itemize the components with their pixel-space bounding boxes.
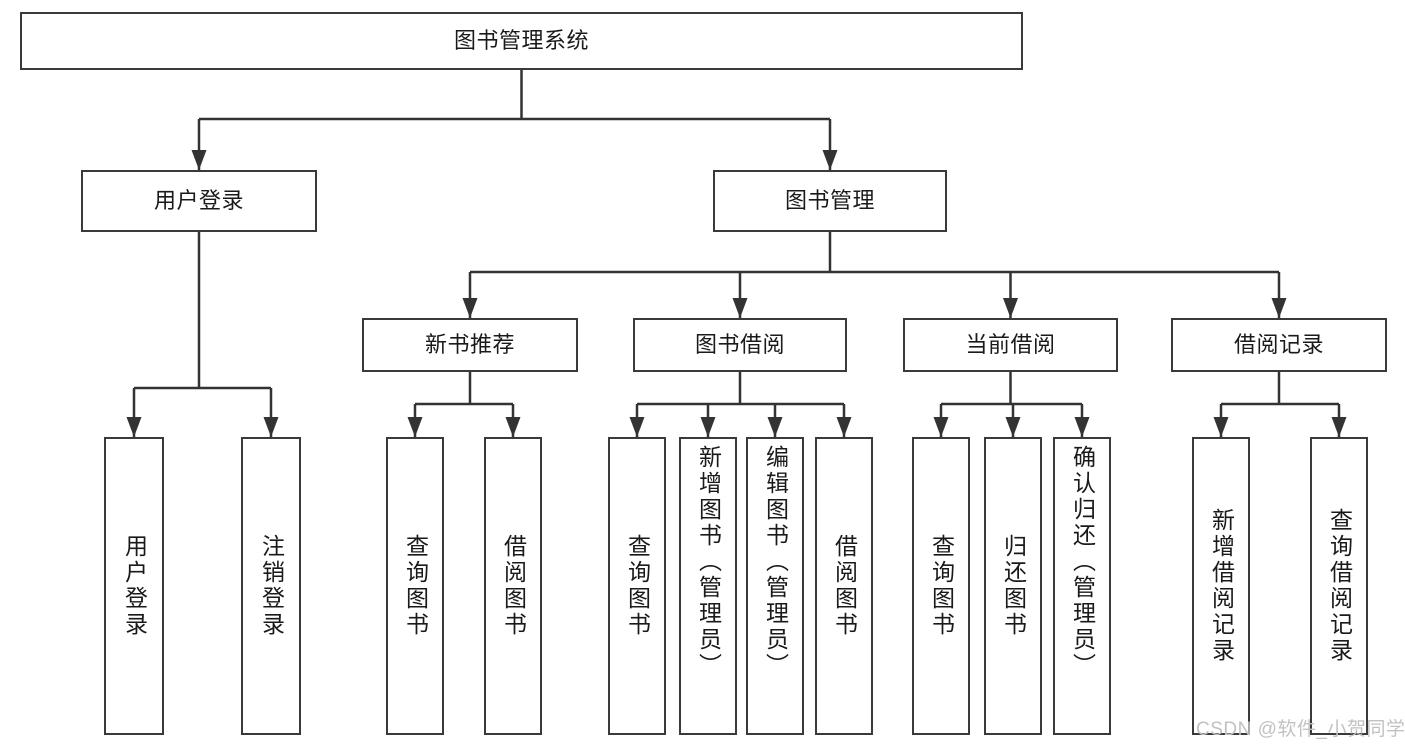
node-leaf-return-book[interactable]: 归还图书 (984, 437, 1042, 735)
node-leaf-user-logout[interactable]: 注销登录 (241, 437, 301, 735)
node-label: 新书推荐 (424, 332, 515, 358)
node-leaf-borrow-book-2[interactable]: 借阅图书 (815, 437, 873, 735)
arrowhead (191, 150, 207, 170)
node-label: 用户登录 (153, 188, 244, 214)
arrowhead (263, 417, 279, 437)
arrowhead (732, 298, 748, 318)
node-records[interactable]: 借阅记录 (1171, 318, 1387, 372)
node-root[interactable]: 图书管理系统 (20, 12, 1023, 70)
arrowhead (1005, 417, 1021, 437)
arrowhead (767, 417, 783, 437)
node-leaf-user-login[interactable]: 用户登录 (104, 437, 164, 735)
node-leaf-borrow-book-1[interactable]: 借阅图书 (484, 437, 542, 735)
node-label: 编辑图书（管理员） (762, 445, 789, 679)
node-leaf-edit-book[interactable]: 编辑图书（管理员） (746, 437, 804, 735)
arrowhead (629, 417, 645, 437)
node-newbook[interactable]: 新书推荐 (362, 318, 578, 372)
node-leaf-query-record[interactable]: 查询借阅记录 (1310, 437, 1368, 735)
node-label: 借阅记录 (1233, 332, 1324, 358)
arrowhead (822, 150, 838, 170)
node-leaf-add-book[interactable]: 新增图书（管理员） (679, 437, 737, 735)
arrowhead (836, 417, 852, 437)
node-label: 用户登录 (121, 534, 148, 638)
node-label: 新增借阅记录 (1208, 508, 1235, 664)
arrowhead (1331, 417, 1347, 437)
node-label: 注销登录 (258, 534, 285, 638)
arrowhead (933, 417, 949, 437)
node-login[interactable]: 用户登录 (81, 170, 317, 232)
node-current[interactable]: 当前借阅 (903, 318, 1118, 372)
node-bookmgmt[interactable]: 图书管理 (713, 170, 947, 232)
arrowhead (700, 417, 716, 437)
node-label: 归还图书 (1000, 534, 1027, 638)
node-leaf-query-book-3[interactable]: 查询图书 (912, 437, 970, 735)
node-label: 查询借阅记录 (1326, 508, 1353, 664)
node-label: 借阅图书 (500, 534, 527, 638)
node-label: 图书管理 (784, 188, 875, 214)
node-leaf-add-record[interactable]: 新增借阅记录 (1192, 437, 1250, 735)
node-leaf-query-book-1[interactable]: 查询图书 (386, 437, 444, 735)
node-leaf-query-book-2[interactable]: 查询图书 (608, 437, 666, 735)
node-label: 当前借阅 (965, 332, 1056, 358)
arrowhead (1213, 417, 1229, 437)
node-label: 借阅图书 (831, 534, 858, 638)
arrowhead (126, 417, 142, 437)
arrowhead (1074, 417, 1090, 437)
arrowhead (462, 298, 478, 318)
node-label: 查询图书 (624, 534, 651, 638)
arrowhead (505, 417, 521, 437)
arrowhead (1003, 298, 1018, 318)
node-label: 查询图书 (928, 534, 955, 638)
node-borrow[interactable]: 图书借阅 (633, 318, 847, 372)
arrowhead (1271, 298, 1287, 318)
node-label: 图书借阅 (694, 332, 785, 358)
arrowhead (407, 417, 423, 437)
node-label: 确认归还（管理员） (1069, 445, 1096, 679)
node-leaf-confirm-return[interactable]: 确认归还（管理员） (1053, 437, 1111, 735)
node-label: 新增图书（管理员） (695, 445, 722, 679)
node-label: 图书管理系统 (453, 28, 589, 54)
node-label: 查询图书 (402, 534, 429, 638)
